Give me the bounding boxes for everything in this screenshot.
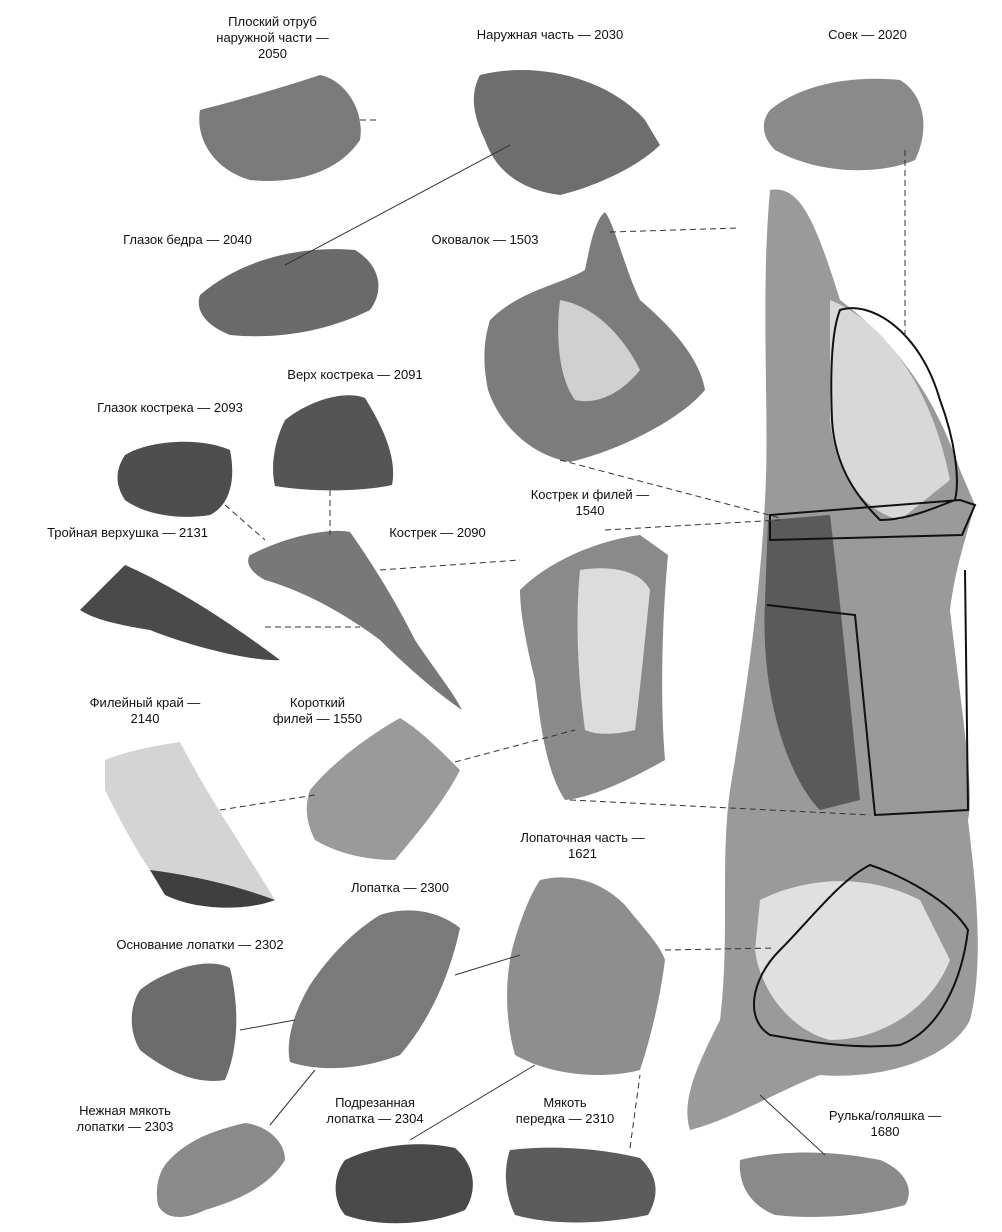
label-shoulder-part: Лопаточная часть — 1621 xyxy=(495,830,670,862)
label-trimmed-blade: Подрезанная лопатка — 2304 xyxy=(295,1095,455,1127)
label-blade-base: Основание лопатки — 2302 xyxy=(75,937,325,953)
leader-blade-base xyxy=(240,1020,295,1030)
label-oyster-blade: Нежная мякоть лопатки — 2303 xyxy=(45,1103,205,1135)
label-eye-round: Глазок бедра — 2040 xyxy=(90,232,285,248)
cut-chuck-meat xyxy=(506,1148,656,1223)
leader-knuckle xyxy=(610,228,740,232)
leader-rump-loin-cut xyxy=(380,560,520,570)
cut-tri-tip xyxy=(80,565,280,660)
label-flat-outside: Плоский отруб наружной части — 2050 xyxy=(180,14,365,62)
cut-blade-base xyxy=(132,964,237,1081)
leader-striploin-edge xyxy=(220,795,315,810)
label-tri-tip: Тройная верхушка — 2131 xyxy=(5,525,250,541)
cut-outside xyxy=(474,70,660,195)
label-shin: Рулька/голяшка — 1680 xyxy=(795,1108,975,1140)
label-knuckle: Оковалок — 1503 xyxy=(400,232,570,248)
label-rump: Кострек — 2090 xyxy=(360,525,515,541)
cut-flat-outside xyxy=(199,75,361,181)
cut-rump-eye xyxy=(118,442,233,517)
label-outside: Наружная часть — 2030 xyxy=(430,27,670,43)
cut-trimmed-blade xyxy=(336,1144,473,1223)
label-chuck-meat: Мякоть передка — 2310 xyxy=(485,1095,645,1127)
cut-oyster-blade xyxy=(157,1123,285,1217)
cut-rump xyxy=(248,531,462,710)
label-blade: Лопатка — 2300 xyxy=(320,880,480,896)
label-rump-eye: Глазок кострека — 2093 xyxy=(55,400,285,416)
leader-rump-loin xyxy=(605,520,780,530)
cut-silverside xyxy=(764,79,924,170)
cut-blade xyxy=(289,910,460,1068)
label-silverside: Соек — 2020 xyxy=(800,27,935,43)
cut-rump-top xyxy=(273,395,393,490)
label-striploin-edge: Филейный край — 2140 xyxy=(60,695,230,727)
cut-short-loin xyxy=(307,718,460,860)
label-short-loin: Короткий филей — 1550 xyxy=(250,695,385,727)
cut-eye-round xyxy=(199,249,379,336)
label-rump-loin: Кострек и филей — 1540 xyxy=(500,487,680,519)
cut-shoulder-part xyxy=(507,877,665,1075)
label-rump-top: Верх кострека — 2091 xyxy=(250,367,460,383)
cut-shin xyxy=(740,1153,909,1217)
